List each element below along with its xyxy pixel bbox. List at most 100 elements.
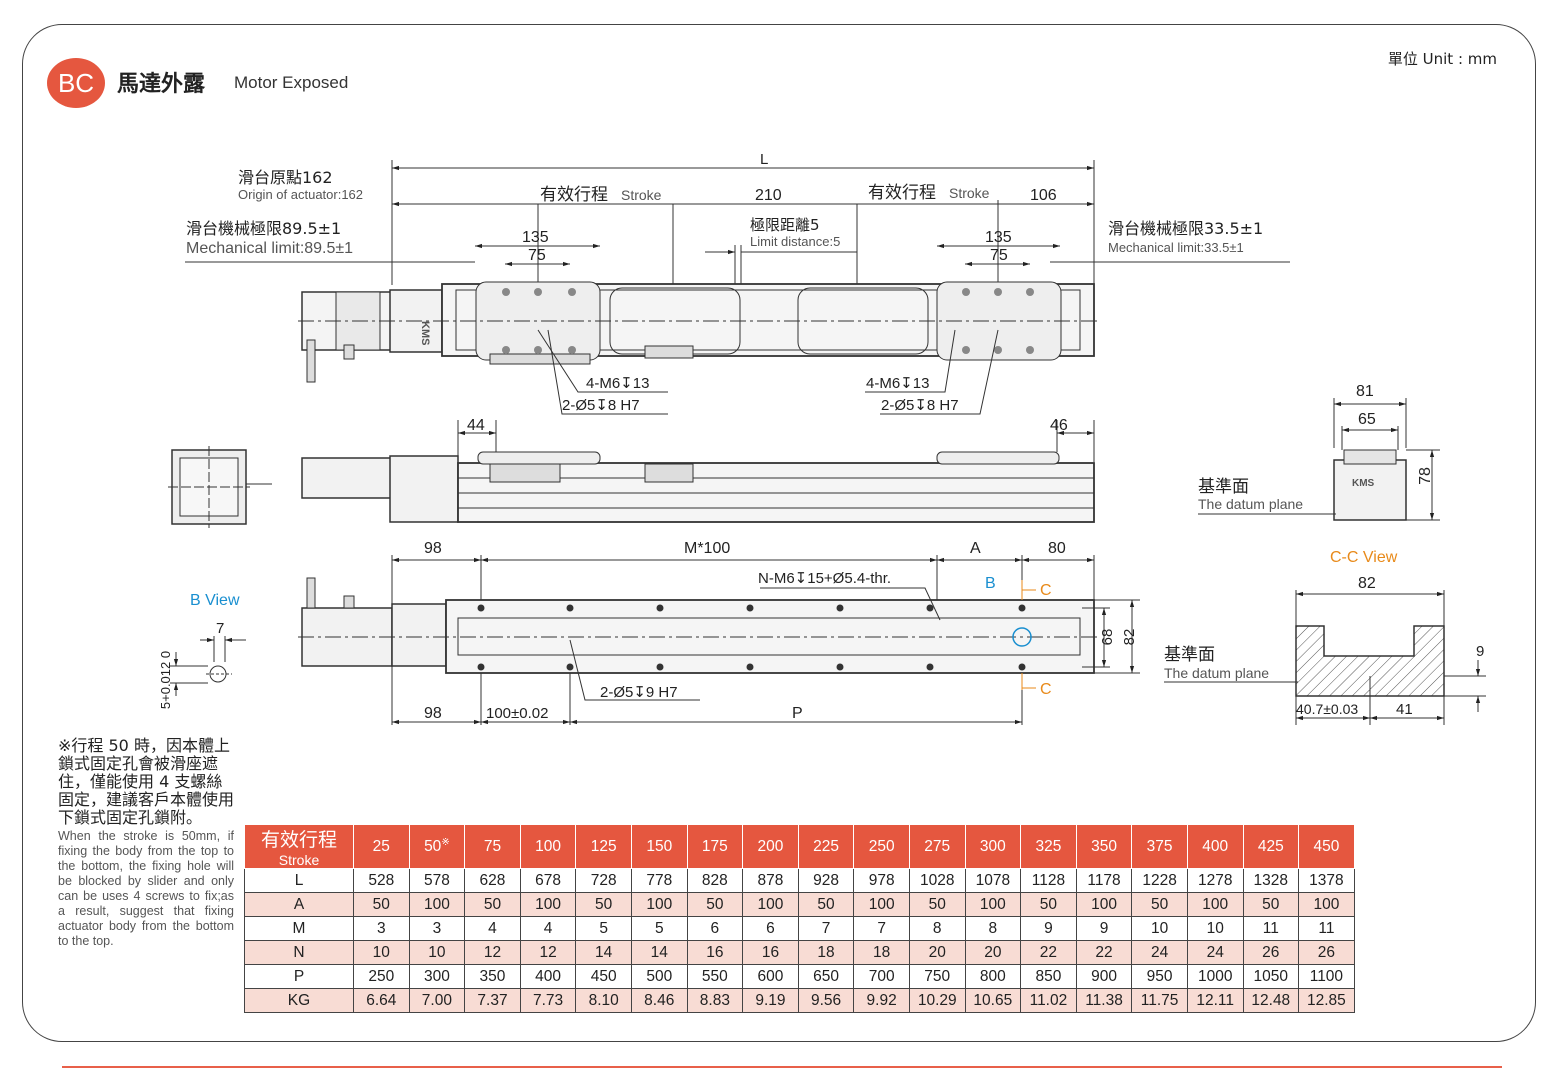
label-100: 100±0.02 bbox=[486, 705, 548, 722]
table-header-cell: 125 bbox=[575, 824, 632, 869]
table-cell: 9.56 bbox=[797, 988, 855, 1013]
table-cell: 12 bbox=[464, 940, 521, 965]
table-cell: 1128 bbox=[1020, 868, 1077, 893]
table-header-cell: 150 bbox=[630, 824, 688, 869]
table-header-cell: 200 bbox=[742, 824, 799, 869]
note-zh: ※行程 50 時，因本體上鎖式固定孔會被滑座遮住，僅能使用 4 支螺絲固定，建議… bbox=[58, 736, 235, 827]
table-cell: 8.46 bbox=[630, 988, 688, 1013]
table-cell: 12 bbox=[519, 940, 577, 965]
label-7: 7 bbox=[216, 620, 224, 637]
label-datum-zh-2: 基準面 bbox=[1164, 645, 1215, 665]
table-cell: 1378 bbox=[1298, 868, 1355, 893]
label-mech-left-en: Mechanical limit:89.5±1 bbox=[186, 240, 353, 257]
bottom-rule bbox=[62, 1066, 1502, 1068]
table-cell: 24 bbox=[1131, 940, 1188, 965]
table-cell: 1028 bbox=[908, 868, 966, 893]
table-cell: 1078 bbox=[964, 868, 1022, 893]
table-cell: 828 bbox=[686, 868, 744, 893]
table-cell: 300 bbox=[408, 964, 466, 989]
label-datum-en-1: The datum plane bbox=[1198, 496, 1303, 512]
table-cell: 12.85 bbox=[1298, 988, 1355, 1013]
label-m6-right: 4-M6↧13 bbox=[866, 375, 929, 392]
label-datum-en-2: The datum plane bbox=[1164, 665, 1269, 681]
table-cell: 8 bbox=[908, 916, 966, 941]
table-cell: 100 bbox=[630, 892, 688, 917]
table-cell: 1000 bbox=[1186, 964, 1244, 989]
row-label: P bbox=[244, 964, 354, 989]
label-limit-en: Limit distance:5 bbox=[750, 234, 840, 249]
table-cell: 100 bbox=[1186, 892, 1244, 917]
note-en: When the stroke is 50mm, if fixing the b… bbox=[58, 829, 234, 948]
row-label: A bbox=[244, 892, 354, 917]
table-cell: 50 bbox=[575, 892, 632, 917]
label-81: 81 bbox=[1356, 383, 1374, 400]
bottom-view bbox=[170, 555, 1486, 725]
table-cell: 11 bbox=[1242, 916, 1300, 941]
table-cell: 3 bbox=[353, 916, 410, 941]
table-cell: 7.73 bbox=[519, 988, 577, 1013]
table-cell: 26 bbox=[1298, 940, 1355, 965]
label-ccview: C-C View bbox=[1330, 549, 1398, 566]
label-dowel-left: 2-Ø5↧8 H7 bbox=[562, 397, 640, 414]
top-view bbox=[185, 160, 1290, 415]
table-cell: 50 bbox=[1020, 892, 1077, 917]
table-cell: 14 bbox=[630, 940, 688, 965]
table-cell: 10 bbox=[1131, 916, 1188, 941]
table-cell: 1100 bbox=[1298, 964, 1355, 989]
label-mech-left-zh: 滑台機械極限89.5±1 bbox=[186, 219, 341, 238]
table-header-cell: 225 bbox=[797, 824, 855, 869]
table-cell: 1278 bbox=[1186, 868, 1244, 893]
label-44: 44 bbox=[467, 417, 485, 434]
table-cell: 1228 bbox=[1131, 868, 1188, 893]
table-cell: 500 bbox=[630, 964, 688, 989]
table-cell: 10.29 bbox=[908, 988, 966, 1013]
kms-logo-top: KMS bbox=[419, 321, 431, 345]
table-cell: 10.65 bbox=[964, 988, 1022, 1013]
table-cell: 10 bbox=[1186, 916, 1244, 941]
table-cell: 8.83 bbox=[686, 988, 744, 1013]
table-cell: 50 bbox=[908, 892, 966, 917]
label-limit-zh: 極限距離5 bbox=[750, 216, 820, 234]
content-frame bbox=[22, 24, 1536, 1042]
side-view bbox=[168, 398, 1440, 528]
label-98-bottom: 98 bbox=[424, 705, 442, 722]
table-cell: 5 bbox=[630, 916, 688, 941]
label-135-right: 135 bbox=[985, 229, 1012, 246]
label-nm6: N-M6↧15+Ø5.4-thr. bbox=[758, 570, 891, 587]
table-cell: 100 bbox=[408, 892, 466, 917]
row-label: M bbox=[244, 916, 354, 941]
table-header-cell: 250 bbox=[853, 824, 910, 869]
table-cell: 7 bbox=[797, 916, 855, 941]
table-cell: 9 bbox=[1075, 916, 1133, 941]
table-cell: 50 bbox=[1242, 892, 1300, 917]
table-cell: 750 bbox=[908, 964, 966, 989]
stroke-note-mark: ※ bbox=[441, 836, 450, 848]
table-cell: 450 bbox=[575, 964, 632, 989]
table-cell: 20 bbox=[964, 940, 1022, 965]
label-datum-zh-1: 基準面 bbox=[1198, 477, 1249, 497]
table-cell: 350 bbox=[464, 964, 521, 989]
table-header-cell: 25 bbox=[353, 824, 410, 869]
table-cell: 550 bbox=[686, 964, 744, 989]
label-106: 106 bbox=[1030, 187, 1057, 204]
table-header-stroke: 有效行程 Stroke bbox=[244, 824, 354, 869]
label-stroke-en-1: Stroke bbox=[621, 187, 662, 203]
table-cell: 4 bbox=[464, 916, 521, 941]
page-subtitle: Motor Exposed bbox=[234, 73, 349, 92]
label-L: L bbox=[760, 151, 768, 168]
label-mech-right-zh: 滑台機械極限33.5±1 bbox=[1108, 219, 1263, 238]
label-stroke-zh-2: 有效行程 bbox=[868, 183, 936, 203]
table-cell: 22 bbox=[1020, 940, 1077, 965]
label-dowel-right: 2-Ø5↧8 H7 bbox=[881, 397, 959, 414]
label-135-left: 135 bbox=[522, 229, 549, 246]
table-cell: 22 bbox=[1075, 940, 1133, 965]
stroke-note: ※行程 50 時，因本體上鎖式固定孔會被滑座遮住，僅能使用 4 支螺絲固定，建議… bbox=[58, 737, 234, 949]
label-A: A bbox=[970, 540, 981, 557]
label-dowel9: 2-Ø5↧9 H7 bbox=[600, 684, 678, 701]
table-cell: 100 bbox=[1298, 892, 1355, 917]
table-header-cell: 400 bbox=[1186, 824, 1244, 869]
label-mech-right-en: Mechanical limit:33.5±1 bbox=[1108, 240, 1244, 255]
